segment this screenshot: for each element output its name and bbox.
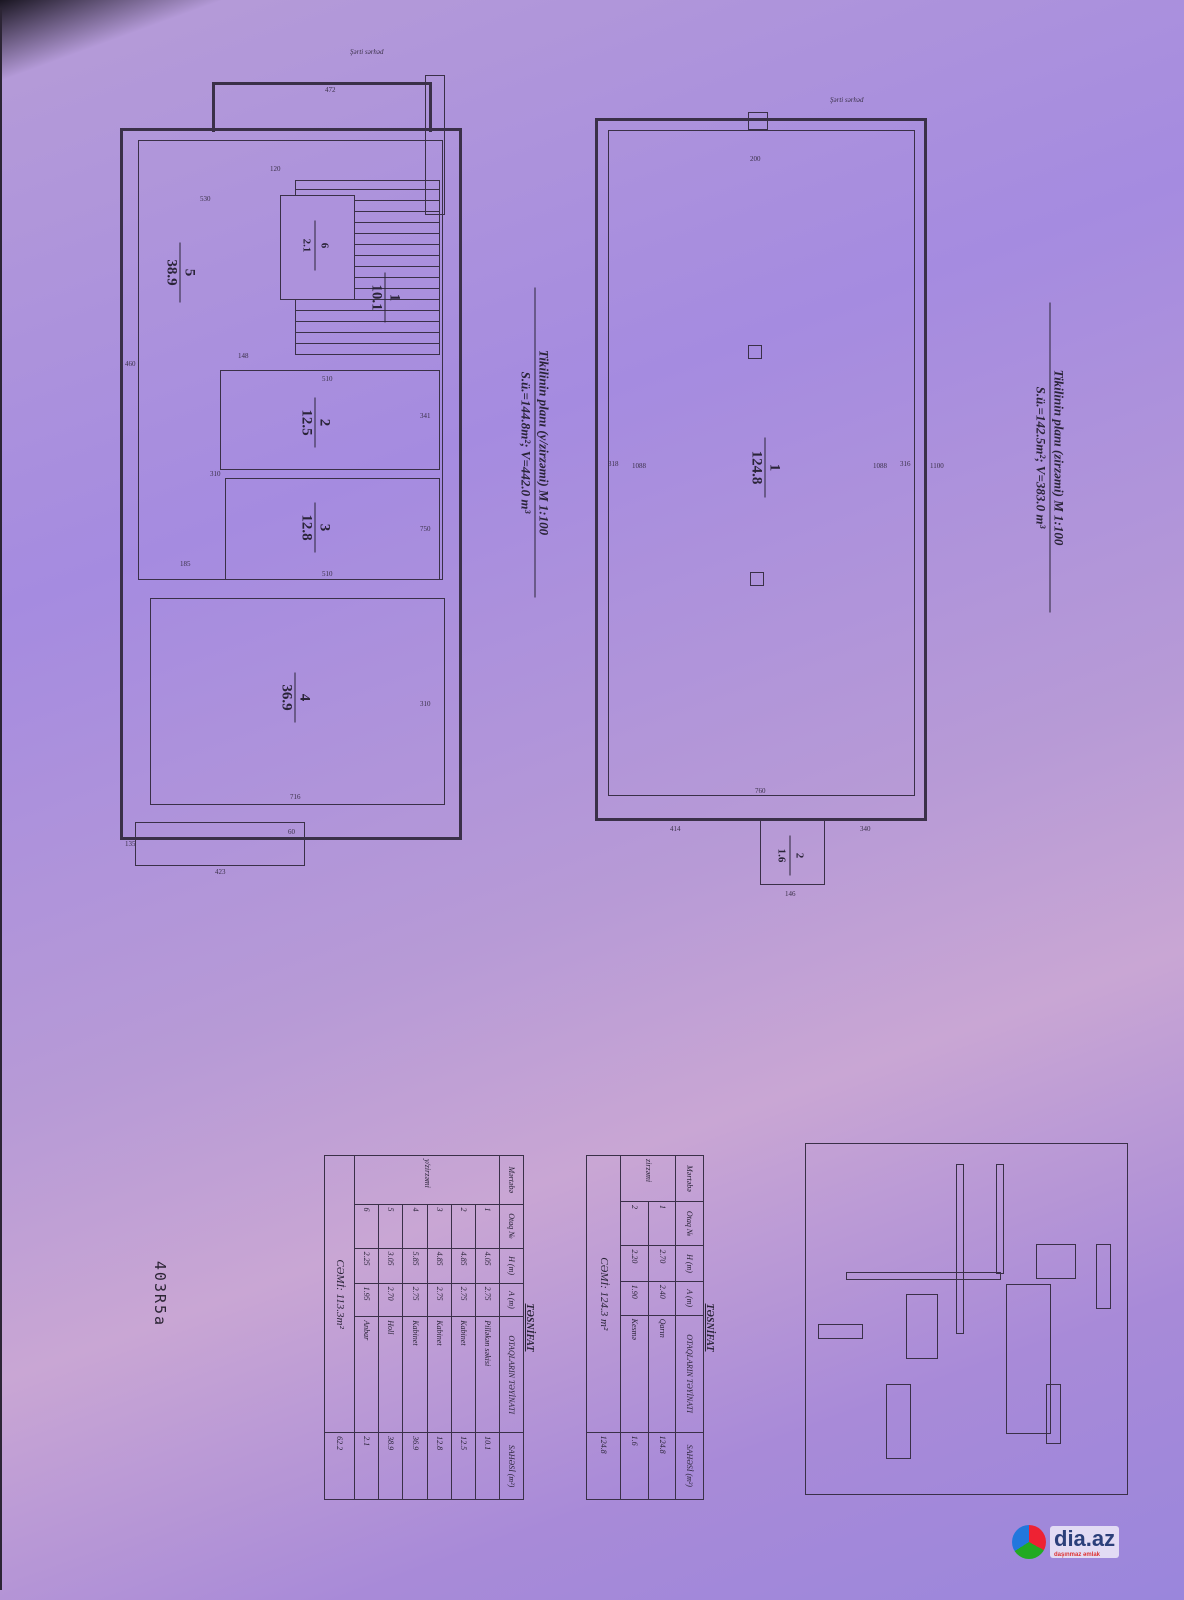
dimension: 146 — [785, 890, 796, 898]
boundary-label: Şərti sərhəd — [350, 48, 384, 56]
outer-wall — [595, 118, 927, 821]
outer-wall — [120, 128, 462, 840]
dimension: 414 — [670, 825, 681, 833]
entrance-wall — [212, 82, 432, 132]
dimension: 423 — [215, 868, 226, 876]
room-1-outline — [608, 130, 915, 796]
room-3-outline — [225, 478, 440, 580]
building — [1096, 1244, 1111, 1309]
dimension: 1100 — [930, 462, 944, 470]
document-sheet — [0, 8, 1150, 1590]
watermark-subtext: daşınmaz əmlak — [1054, 1552, 1101, 1558]
column — [748, 345, 762, 359]
table-caption: TƏSNİFAT — [704, 1303, 715, 1352]
dimension: 340 — [860, 825, 871, 833]
building — [906, 1294, 938, 1359]
site-location-map — [805, 1143, 1128, 1495]
dimension: 148 — [238, 352, 249, 360]
document-code: 403R5a — [151, 1260, 169, 1328]
dimension: 60 — [288, 828, 295, 836]
balcony — [135, 822, 305, 866]
dimension: 1088 — [873, 462, 887, 470]
room-2-outline — [760, 818, 825, 885]
dimension: 316 — [900, 460, 911, 468]
column — [748, 112, 768, 130]
dimension: 310 — [210, 470, 221, 478]
dimension: 1088 — [632, 462, 646, 470]
dimension: 530 — [200, 195, 211, 203]
dimension: 510 — [322, 570, 333, 578]
building — [886, 1384, 911, 1459]
road — [996, 1164, 1004, 1274]
dimension: 510 — [322, 375, 333, 383]
dimension: 185 — [180, 560, 191, 568]
dimension: 120 — [270, 165, 281, 173]
room-2-outline — [220, 370, 440, 470]
dimension: 750 — [420, 525, 431, 533]
building — [1046, 1384, 1061, 1444]
room-4-outline — [150, 598, 445, 805]
dimension: 200 — [750, 155, 761, 163]
dimension: 341 — [420, 412, 431, 420]
dimension: 716 — [290, 793, 301, 801]
building — [818, 1324, 863, 1339]
dimension: 135 — [125, 840, 136, 848]
dimension: 472 — [325, 86, 336, 94]
road — [846, 1272, 1001, 1280]
dimension: 760 — [755, 787, 766, 795]
dimension: 460 — [125, 360, 136, 368]
subject-plot — [1006, 1284, 1051, 1434]
building — [1036, 1244, 1076, 1279]
boundary-label: Şərti sərhəd — [830, 96, 864, 104]
road — [956, 1164, 964, 1334]
room-6-outline — [280, 195, 355, 300]
table-caption: TƏSNİFAT — [524, 1303, 535, 1352]
watermark-text: dia.az — [1054, 1526, 1116, 1551]
dimension: 318 — [608, 460, 619, 468]
column — [750, 572, 764, 586]
dia-logo-icon — [1012, 1525, 1046, 1559]
dimension: 310 — [420, 700, 431, 708]
